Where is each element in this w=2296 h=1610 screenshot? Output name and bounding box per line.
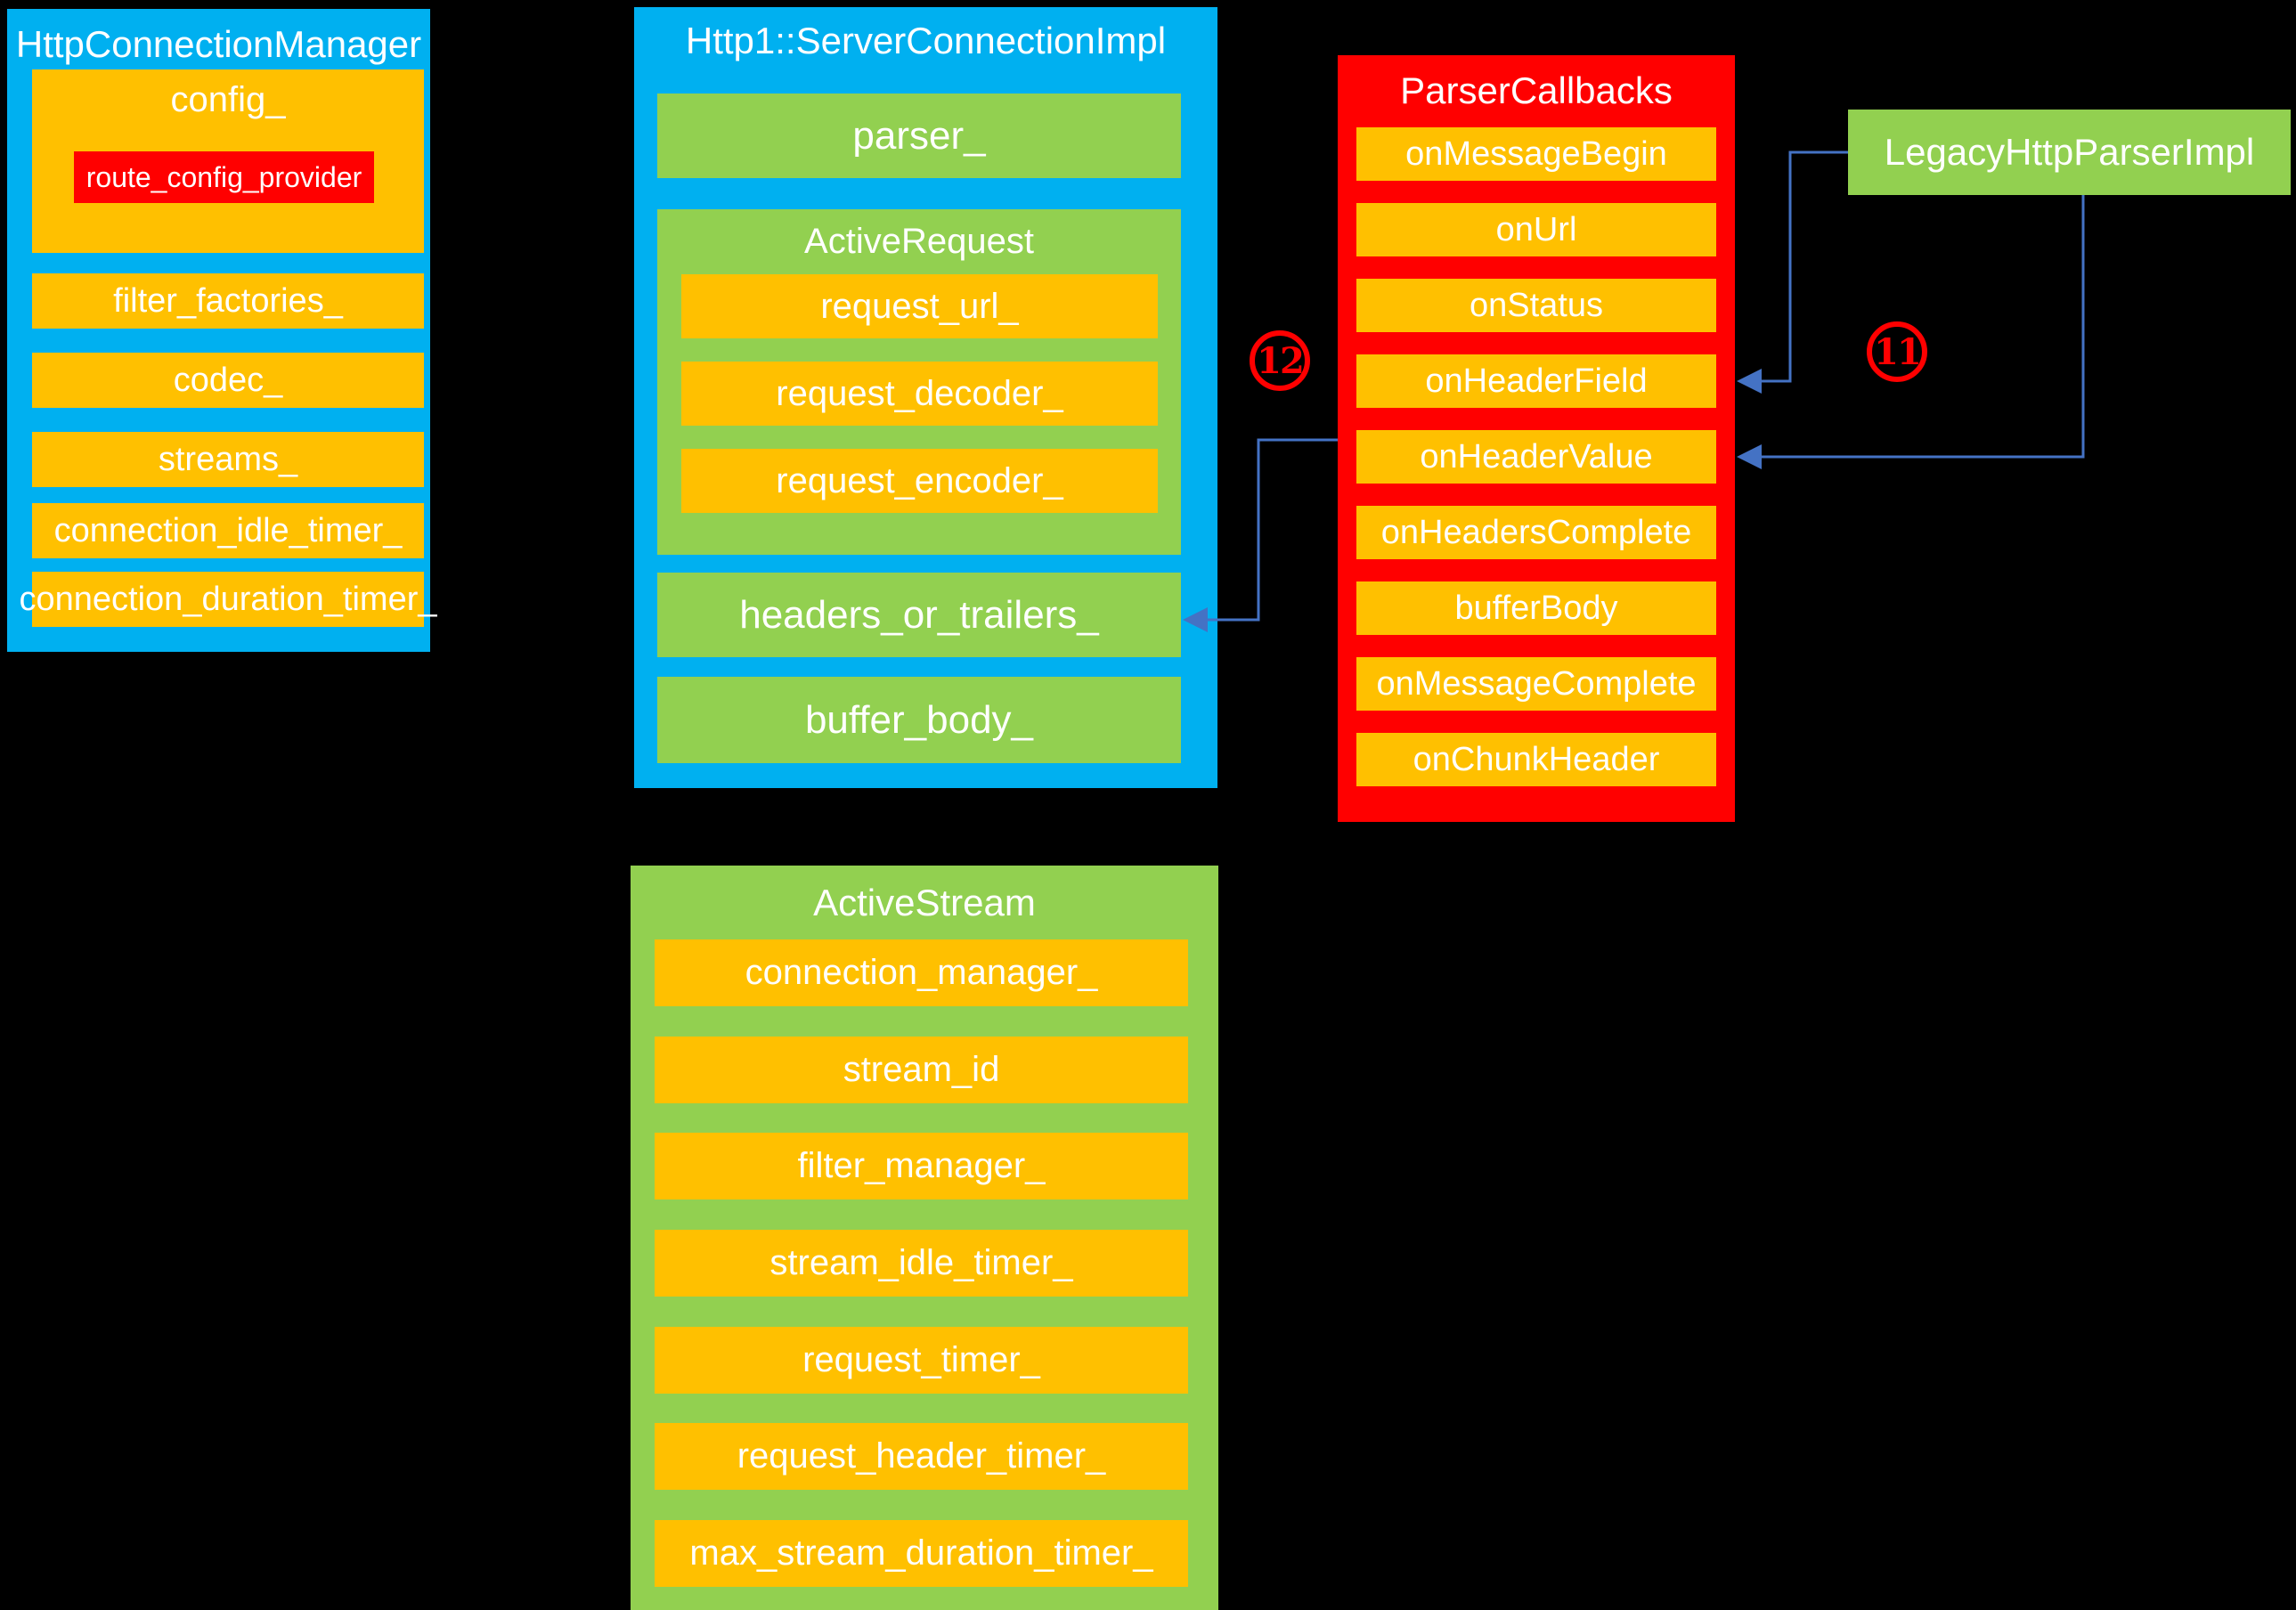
on-url-row: onUrl [1356,203,1716,256]
streams-row: streams_ [32,432,424,487]
request-timer-row: request_timer_ [655,1327,1188,1394]
filter-factories-row: filter_factories_ [32,273,424,329]
config-container: config_ route_config_provider [32,69,424,253]
buffer-body-callback-row: bufferBody [1356,581,1716,635]
request-decoder-row: request_decoder_ [681,362,1158,426]
active-request-box: ActiveRequest request_url_ request_decod… [657,209,1181,555]
request-header-timer-row: request_header_timer_ [655,1423,1188,1490]
on-chunk-header-row: onChunkHeader [1356,733,1716,786]
step-12-badge: 12 [1250,330,1310,391]
parser-callbacks-box: ParserCallbacks onMessageBegin onUrl onS… [1338,55,1735,822]
on-header-value-arrowhead-icon [1737,444,1762,469]
headers-or-trailers-row: headers_or_trailers_ [657,573,1181,657]
filter-manager-row: filter_manager_ [655,1133,1188,1199]
connection-duration-timer-row: connection_duration_timer_ [20,572,437,627]
connection-idle-timer-row: connection_idle_timer_ [32,503,424,558]
route-config-provider-row: route_config_provider [74,151,374,203]
parser-row: parser_ [657,94,1181,178]
legacy-to-on-header-value-line [1760,195,2085,459]
on-message-begin-row: onMessageBegin [1356,127,1716,181]
request-encoder-row: request_encoder_ [681,449,1158,513]
http-connection-manager-box: HttpConnectionManager config_ route_conf… [7,9,437,652]
legacy-http-parser-impl-box: LegacyHttpParserImpl [1848,110,2291,195]
codec-row: codec_ [32,353,424,408]
callbacks-to-headers-or-trailers-line [1206,438,1338,622]
active-request-title: ActiveRequest [804,222,1034,261]
active-stream-title: ActiveStream [813,882,1036,923]
legacy-to-on-header-field-line [1760,150,1848,383]
on-headers-complete-row: onHeadersComplete [1356,506,1716,559]
on-header-field-arrowhead-icon [1737,369,1762,394]
on-status-row: onStatus [1356,279,1716,332]
active-stream-box: ActiveStream connection_manager_ stream_… [631,866,1218,1610]
connection-manager-row: connection_manager_ [655,939,1188,1006]
server-connection-impl-box: Http1::ServerConnectionImpl parser_ Acti… [634,7,1217,788]
on-header-value-row: onHeaderValue [1356,430,1716,484]
config-label: config_ [170,80,286,119]
step-11-badge: 11 [1867,321,1927,382]
buffer-body-row: buffer_body_ [657,677,1181,763]
parser-callbacks-title: ParserCallbacks [1400,69,1673,111]
request-url-row: request_url_ [681,274,1158,338]
max-stream-duration-timer-row: max_stream_duration_timer_ [655,1520,1188,1587]
stream-idle-timer-row: stream_idle_timer_ [655,1230,1188,1297]
on-header-field-row: onHeaderField [1356,354,1716,408]
on-message-complete-row: onMessageComplete [1356,657,1716,711]
server-connection-impl-title: Http1::ServerConnectionImpl [685,20,1167,61]
http-connection-manager-title: HttpConnectionManager [15,23,422,65]
stream-id-row: stream_id [655,1037,1188,1103]
